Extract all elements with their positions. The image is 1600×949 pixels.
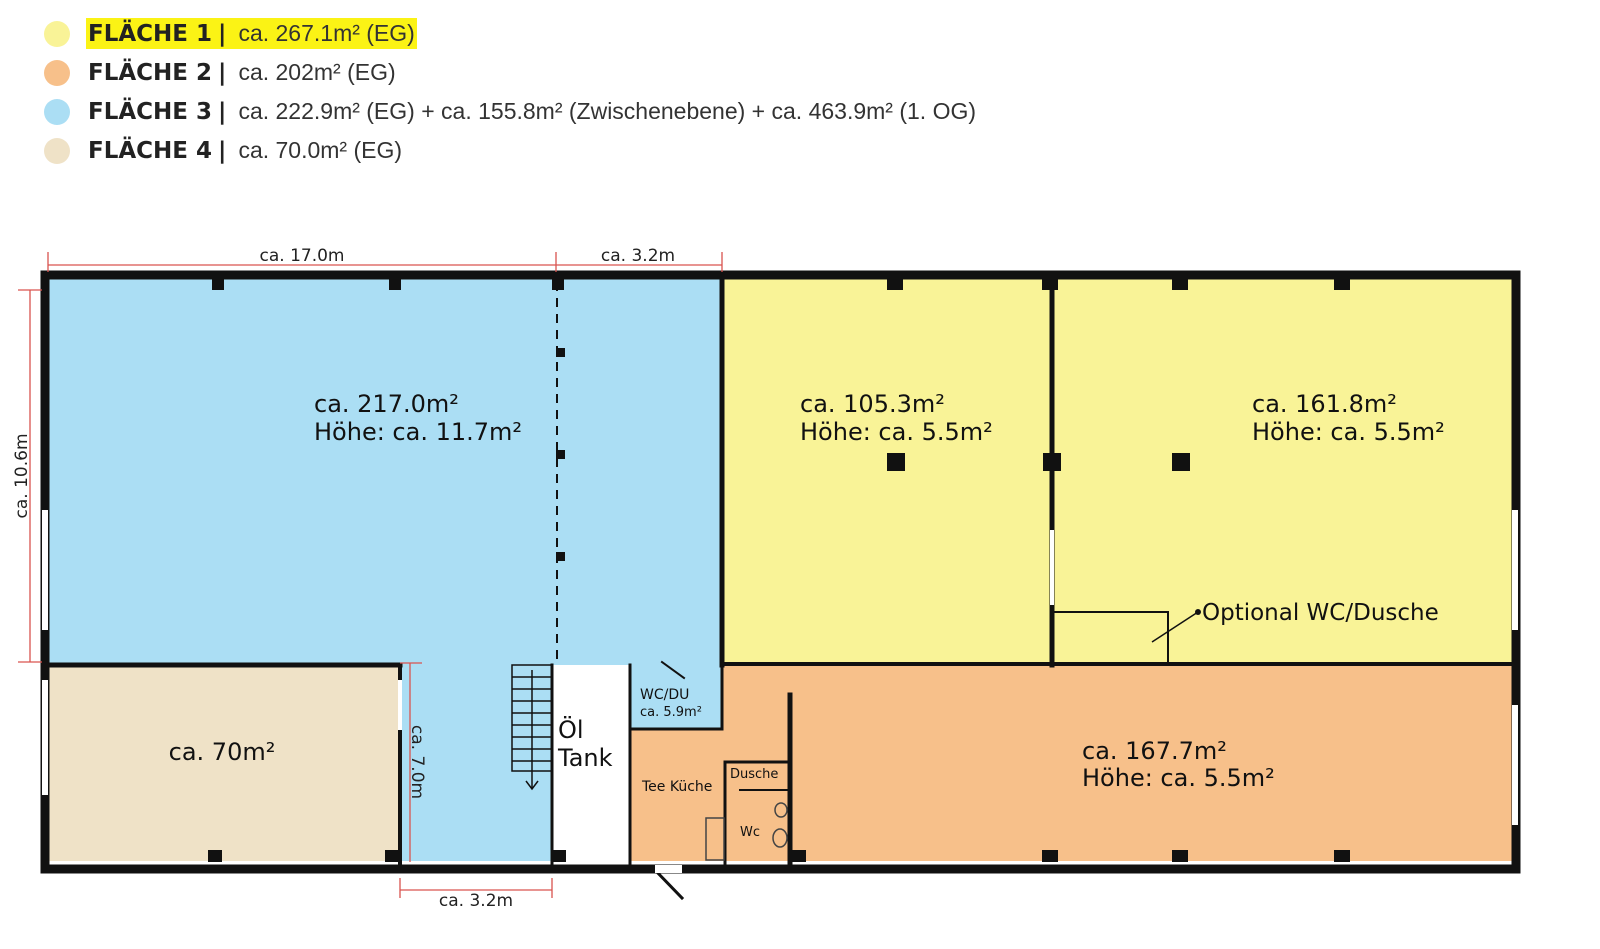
legend: FLÄCHE 1 | ca. 267.1m² (EG) FLÄCHE 2 | c… — [44, 14, 978, 170]
room-yellow-2-height: Höhe: ca. 5.5m² — [1252, 418, 1445, 446]
room-blue-area: ca. 217.0m² — [314, 390, 459, 418]
column — [1042, 850, 1058, 862]
legend-item-flaeche-4: FLÄCHE 4 | ca. 70.0m² (EG) — [44, 131, 978, 170]
dim-label-inner-vertical: ca. 7.0m — [407, 725, 427, 799]
room-yellow-2-area: ca. 161.8m² — [1252, 390, 1397, 418]
legend-color-dot — [44, 137, 70, 164]
room-yellow-2-fill — [1050, 275, 1513, 665]
column — [1172, 278, 1188, 290]
column — [556, 552, 565, 561]
window — [1512, 510, 1518, 630]
room-orange-area: ca. 167.7m² — [1082, 737, 1227, 765]
legend-separator: | — [218, 99, 227, 125]
column — [208, 850, 222, 862]
column — [1042, 278, 1058, 290]
window — [398, 680, 402, 730]
legend-title: FLÄCHE 3 — [88, 99, 213, 125]
column — [212, 278, 224, 290]
columns — [208, 278, 1350, 862]
small-room-labels: WC/DU ca. 5.9m² Tee Küche Dusche Wc — [640, 687, 778, 840]
legend-item-flaeche-2: FLÄCHE 2 | ca. 202m² (EG) — [44, 53, 978, 92]
room-beige-area: ca. 70m² — [169, 738, 276, 766]
legend-item-flaeche-1: FLÄCHE 1 | ca. 267.1m² (EG) — [44, 14, 978, 53]
legend-separator: | — [218, 21, 227, 47]
dim-label-bottom: ca. 3.2m — [439, 891, 513, 911]
door-swing — [660, 660, 686, 680]
legend-item-flaeche-3: FLÄCHE 3 | ca. 222.9m² (EG) + ca. 155.8m… — [44, 92, 978, 131]
basin-icon — [774, 802, 788, 818]
column — [389, 278, 401, 290]
dim-label-top-right: ca. 3.2m — [601, 246, 675, 266]
legend-text: FLÄCHE 4 | ca. 70.0m² (EG) — [86, 135, 404, 166]
room-orange-height: Höhe: ca. 5.5m² — [1082, 764, 1275, 792]
legend-title: FLÄCHE 1 — [88, 21, 213, 47]
wc-label: Wc — [740, 825, 760, 840]
stair-arrow-head — [525, 780, 539, 791]
legend-color-dot — [44, 98, 70, 125]
column — [556, 450, 565, 459]
legend-separator: | — [218, 138, 227, 164]
dim-label-top-left: ca. 17.0m — [260, 246, 345, 266]
wcdu-fill — [630, 663, 722, 729]
window — [42, 510, 48, 630]
legend-text: FLÄCHE 1 | ca. 267.1m² (EG) — [86, 18, 417, 49]
sanitary-fixtures — [705, 802, 788, 861]
staircase — [511, 664, 553, 791]
entrance-door — [652, 867, 685, 901]
legend-text: FLÄCHE 3 | ca. 222.9m² (EG) + ca. 155.8m… — [86, 96, 978, 127]
room-yellow-1-area: ca. 105.3m² — [800, 390, 945, 418]
legend-title: FLÄCHE 2 — [88, 60, 213, 86]
optional-wc-label: Optional WC/Dusche — [1202, 600, 1439, 626]
optional-wc-pointer-dot — [1195, 609, 1201, 615]
room-fills — [45, 275, 1513, 861]
legend-area: ca. 70.0m² (EG) — [238, 137, 403, 163]
shower-label: Dusche — [730, 767, 778, 782]
entrance-gap — [655, 865, 682, 873]
column — [790, 850, 806, 862]
legend-area: ca. 222.9m² (EG) + ca. 155.8m² (Zwischen… — [238, 98, 977, 124]
legend-area: ca. 267.1m² (EG) — [238, 20, 415, 46]
oil-tank-fill — [552, 665, 630, 861]
column — [385, 850, 399, 862]
column — [552, 850, 566, 862]
column — [556, 348, 565, 357]
column — [887, 278, 903, 290]
dimension-lines — [18, 252, 723, 898]
window — [42, 680, 48, 795]
legend-color-dot — [44, 59, 70, 86]
room-beige-fill — [45, 663, 400, 861]
legend-title: FLÄCHE 4 — [88, 138, 213, 164]
room-blue-height: Höhe: ca. 11.7m² — [314, 418, 522, 446]
oil-tank-label-1: Öl — [558, 715, 584, 744]
legend-color-dot — [44, 20, 70, 47]
column — [1043, 453, 1061, 471]
column — [1334, 850, 1350, 862]
dim-label-left: ca. 10.6m — [12, 434, 32, 519]
column — [1172, 453, 1190, 471]
legend-separator: | — [218, 60, 227, 86]
toilet-icon — [772, 828, 788, 848]
legend-text: FLÄCHE 2 | ca. 202m² (EG) — [86, 57, 398, 88]
column — [887, 453, 905, 471]
room-yellow-1-height: Höhe: ca. 5.5m² — [800, 418, 993, 446]
wcdu-label: WC/DU — [640, 687, 689, 703]
column — [1334, 278, 1350, 290]
wcdu-area: ca. 5.9m² — [640, 705, 702, 720]
optional-wc-pointer — [1151, 611, 1199, 643]
windows — [42, 510, 1518, 825]
legend-area: ca. 202m² (EG) — [238, 59, 396, 85]
window — [1050, 530, 1054, 605]
window — [1512, 705, 1518, 825]
dimension-labels: ca. 17.0m ca. 3.2m ca. 10.6m ca. 7.0m ca… — [12, 246, 675, 911]
column — [1172, 850, 1188, 862]
room-labels: ca. 217.0m² Höhe: ca. 11.7m² ca. 105.3m²… — [169, 390, 1445, 792]
oil-tank-label-2: Tank — [557, 744, 613, 772]
tea-kitchen-label: Tee Küche — [641, 779, 712, 795]
column — [552, 278, 564, 290]
sink-icon — [705, 817, 725, 861]
